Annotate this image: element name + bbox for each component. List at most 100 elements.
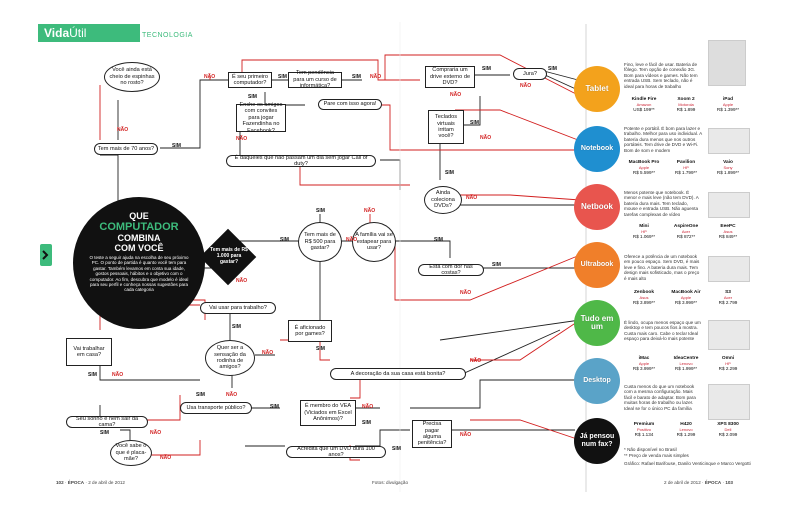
- result-all-in-one: Tudo em um: [574, 300, 620, 346]
- q-home: Vai trabalhar em casa?: [66, 338, 112, 366]
- label-yes: SIM: [100, 430, 109, 436]
- product-brand: Motorola: [678, 102, 694, 108]
- label-no: NÃO: [470, 358, 482, 364]
- label-yes: SIM: [278, 74, 287, 80]
- label-no: NÃO: [226, 392, 238, 398]
- q-transport: Usa transporte público?: [180, 402, 252, 414]
- product-brand: Apple: [638, 165, 650, 171]
- intro-body: O teste a seguir ajuda na escolha de seu…: [89, 255, 189, 293]
- product-name: Premium: [633, 422, 655, 427]
- q-drive: Compraria um drive externo de DVD?: [425, 66, 475, 88]
- page-number-right: 103: [725, 480, 733, 485]
- product-brand: Sony: [723, 165, 733, 171]
- label-no: NÃO: [460, 432, 472, 438]
- magazine-left: ÉPOCA: [67, 480, 85, 485]
- q-back: Está com dor nas costas?: [418, 264, 484, 276]
- photo-credit: Fotos: divulgação: [372, 480, 409, 485]
- result-tablet: Tablet: [574, 66, 620, 112]
- product-brand: Acer: [723, 295, 733, 301]
- product-price: R$ 1.299: [676, 432, 696, 438]
- product-desc: É lindo, ocupa menos espaço que um deskt…: [624, 320, 701, 342]
- q-500: Tem mais de R$ 500 para gastar?: [298, 222, 342, 262]
- intro-circle: QUE COMPUTADOR COMBINA COM VOCÊ O teste …: [73, 197, 205, 329]
- footer-right: 2 de abril de 2012 · ÉPOCA · 103: [664, 480, 733, 485]
- date-right: 2 de abril de 2012: [664, 480, 701, 485]
- product-price: R$ 2.799: [718, 300, 738, 306]
- tablet-image: [708, 40, 746, 86]
- label-yes: SIM: [548, 66, 557, 72]
- intro-title-4: COM VOCÊ: [114, 243, 164, 253]
- intro-title-2: COMPUTADOR: [99, 221, 179, 233]
- product-name: EeePC: [720, 224, 736, 229]
- label-yes: SIM: [492, 262, 501, 268]
- q-tired: Pare com isso agora!: [318, 99, 382, 110]
- product-brand: Lenovo: [679, 361, 693, 367]
- q-decor: A decoração da sua casa está bonita?: [330, 368, 466, 380]
- label-yes: SIM: [316, 346, 325, 352]
- q-work: Vai usar para trabalho?: [200, 302, 276, 314]
- label-no: NÃO: [450, 92, 462, 98]
- product-price: R$ 849**: [718, 234, 738, 240]
- label-yes: SIM: [88, 372, 97, 378]
- product-price: R$ 3.999**: [674, 300, 698, 306]
- product-price: R$ 1.899**: [716, 170, 740, 176]
- label-yes: SIM: [352, 74, 361, 80]
- product-price: R$ 1.999**: [674, 366, 698, 372]
- label-yes: SIM: [172, 143, 181, 149]
- product-name: Vaio: [723, 160, 733, 165]
- q-penitence: Precisa pagar alguma penitência?: [412, 420, 452, 448]
- label-yes: SIM: [270, 404, 279, 410]
- q-course: Tem pendência para um curso de informáti…: [288, 70, 342, 89]
- label-no: NÃO: [112, 372, 124, 378]
- label-no: NÃO: [370, 74, 382, 80]
- product-name: S3: [725, 290, 731, 295]
- q-sure: Jura?: [513, 68, 547, 80]
- product-price: R$ 1.399**: [716, 107, 740, 113]
- label-no: NÃO: [520, 83, 532, 89]
- label-yes: SIM: [196, 392, 205, 398]
- label-yes: SIM: [470, 120, 479, 126]
- product-name: IdeaCentre: [673, 356, 699, 361]
- netbook-image: [708, 192, 750, 218]
- product-brand: Apple: [680, 295, 692, 301]
- label-no: NÃO: [117, 127, 129, 133]
- product-brand: HP: [725, 361, 731, 367]
- product-name: Xoom 2: [677, 97, 695, 102]
- product-brand: Acer: [681, 229, 691, 235]
- product-desc: Fino, leve e fácil de usar. Bateria de f…: [624, 62, 698, 89]
- q-vea: É membro do VEA (Viciados em Excel Anôni…: [300, 400, 356, 426]
- q-rodinha: Quer ser a sensação da rodinha de amigos…: [205, 340, 255, 376]
- intro-title-3: COMBINA: [117, 233, 161, 243]
- label-yes: SIM: [280, 237, 289, 243]
- q-spots: Você ainda está cheio de espinhas no ros…: [104, 62, 160, 92]
- label-yes: SIM: [445, 170, 454, 176]
- product-price: R$ 1.069**: [632, 234, 656, 240]
- section-tag-light: Útil: [69, 26, 87, 40]
- label-yes: SIM: [434, 237, 443, 243]
- product-price: R$ 1.134: [634, 432, 654, 438]
- product-desc: Menos potente que notebook. É menor e ma…: [624, 190, 699, 217]
- product-price: R$ 2.099: [718, 432, 738, 438]
- product-name: Omni: [721, 356, 735, 361]
- product-brand: Amazon: [636, 102, 652, 108]
- magazine-right: ÉPOCA: [704, 480, 722, 485]
- label-yes: SIM: [362, 420, 371, 426]
- result-fax: Já pensou num fax?: [574, 418, 620, 464]
- notebook-image: [708, 128, 750, 154]
- q-family: A família vai se estapear para usar?: [352, 222, 396, 262]
- label-yes: SIM: [392, 446, 401, 452]
- q-dvd100: Acredita que um DVD dura 100 anos?: [286, 446, 386, 458]
- label-no: NÃO: [160, 455, 172, 461]
- desktop-image: [708, 384, 750, 420]
- product-desc: Oferece a potência de um notebook em pou…: [624, 254, 700, 281]
- product-brand: Apple: [638, 361, 650, 367]
